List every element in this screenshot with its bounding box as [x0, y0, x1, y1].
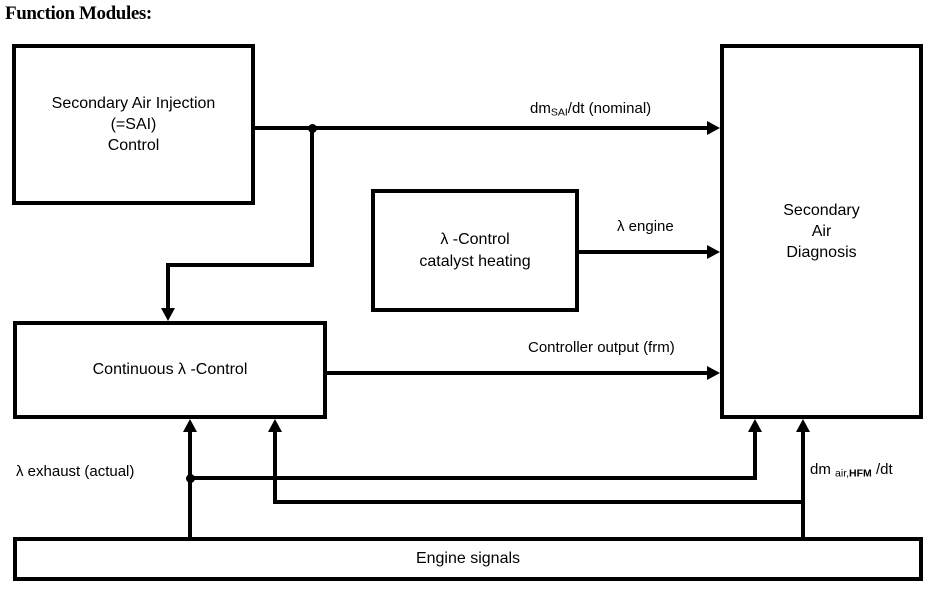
wire-engine-signals-bus [273, 500, 805, 504]
wire-lambda-control-to-diagnosis [327, 371, 716, 375]
arrowhead-catalyst-heating-to-diagnosis [707, 245, 720, 259]
wire-sai-to-diagnosis [255, 126, 716, 130]
edge-label-dm-sai-prefix: dm [530, 100, 551, 117]
edge-label-dm-air-subscript-plain: air, [835, 467, 850, 480]
arrowhead-sai-to-diagnosis [707, 121, 720, 135]
edge-label-lambda-engine: λ engine [617, 218, 674, 235]
wire-sai-branch-horizontal [166, 263, 314, 267]
wire-sai-branch-down-to-lambda-control [166, 263, 170, 311]
edge-label-dm-air-prefix: dm [810, 461, 831, 478]
arrowhead-engine-signals-into-diagnosis [796, 419, 810, 432]
edge-label-dm-air-suffix: /dt [875, 461, 893, 478]
box-label: Engine signals [415, 550, 521, 568]
arrowhead-lambda-exhaust-into-lambda-control [183, 419, 197, 432]
wire-engine-signals-riser-left [273, 431, 277, 502]
arrowhead-lambda-control-to-diagnosis [707, 366, 720, 380]
page-title: Function Modules: [5, 3, 152, 24]
edge-label-dm-sai-suffix: /dt (nominal) [567, 100, 652, 117]
edge-label-controller-output: Controller output (frm) [528, 339, 675, 356]
edge-label-lambda-exhaust-actual: λ exhaust (actual) [16, 463, 135, 480]
wire-engine-signals-riser-right [801, 431, 805, 537]
wire-lambda-exhaust-riser-left [188, 431, 192, 537]
arrowhead-sai-branch-into-lambda-control [161, 308, 175, 321]
wire-catalyst-heating-to-diagnosis [579, 250, 716, 254]
edge-label-dm-sai-subscript: SAI [550, 106, 568, 119]
edge-label-dm-sai-nominal: dmSAI/dt (nominal) [530, 100, 651, 118]
wire-sai-branch-vertical [310, 126, 314, 267]
box-continuous-lambda-control[interactable]: Continuous λ -Control [13, 321, 327, 419]
edge-label-dm-air-hfm: dm air,HFM /dt [810, 461, 893, 479]
edge-label-dm-air-subscript-bold: HFM [849, 467, 872, 480]
arrowhead-lambda-exhaust-into-diagnosis [748, 419, 762, 432]
box-label: Secondary Air Diagnosis [783, 201, 860, 262]
box-label: Secondary Air Injection (=SAI) Control [51, 94, 216, 155]
box-secondary-air-diagnosis[interactable]: Secondary Air Diagnosis [720, 44, 923, 419]
box-label: Continuous λ -Control [92, 361, 248, 379]
box-engine-signals[interactable]: Engine signals [13, 537, 923, 581]
box-secondary-air-injection-control[interactable]: Secondary Air Injection (=SAI) Control [12, 44, 255, 205]
junction-dot-lambda-exhaust [186, 474, 195, 483]
wire-lambda-exhaust-riser-right [753, 431, 757, 478]
box-lambda-control-catalyst-heating[interactable]: λ -Control catalyst heating [371, 189, 579, 312]
box-label: λ -Control catalyst heating [419, 231, 531, 270]
wire-lambda-exhaust-bus [190, 476, 757, 480]
junction-dot-sai-branch [308, 124, 317, 133]
arrowhead-engine-signals-into-lambda-control [268, 419, 282, 432]
